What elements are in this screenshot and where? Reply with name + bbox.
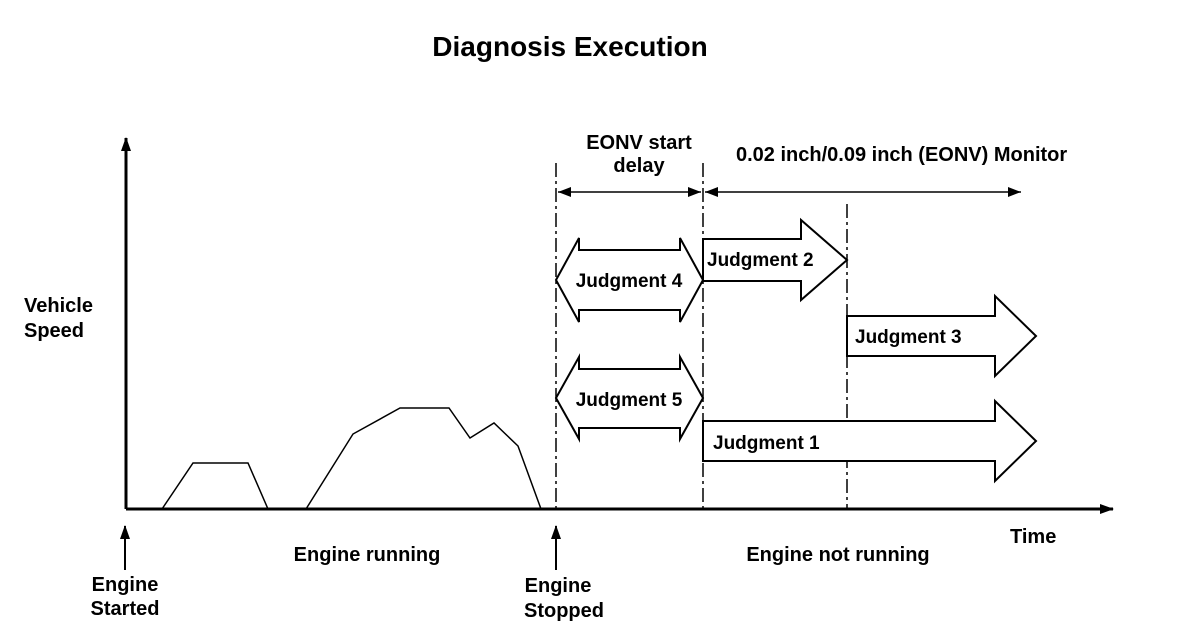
judgment-4-label: Judgment 4 bbox=[576, 271, 683, 292]
start-delay-arrowhead-left bbox=[558, 187, 571, 197]
start-delay-arrowhead-right bbox=[688, 187, 701, 197]
speed-trace-2 bbox=[305, 407, 542, 510]
monitor-arrowhead-left bbox=[705, 187, 718, 197]
x-axis-label: Time bbox=[1010, 526, 1056, 548]
judgment-5-label: Judgment 5 bbox=[576, 390, 683, 411]
judgment-2-arrow bbox=[702, 217, 849, 303]
engine-not-running-label: Engine not running bbox=[746, 544, 929, 566]
judgment-3-arrow bbox=[846, 293, 1038, 379]
engine-stopped-label-line2: Stopped bbox=[524, 600, 604, 622]
judgment-2-label: Judgment 2 bbox=[707, 250, 814, 271]
start-delay-label-line2: delay bbox=[613, 155, 665, 177]
y-axis-label-line2: Speed bbox=[24, 320, 84, 342]
monitor-label: 0.02 inch/0.09 inch (EONV) Monitor bbox=[736, 144, 1067, 166]
start-delay-label-line1: EONV start bbox=[586, 132, 692, 154]
engine-started-label-line2: Started bbox=[91, 598, 160, 620]
engine-running-label: Engine running bbox=[294, 544, 441, 566]
judgment-1-arrow bbox=[702, 398, 1038, 484]
diagram-title: Diagnosis Execution bbox=[432, 31, 707, 62]
monitor-arrowhead-right bbox=[1008, 187, 1021, 197]
judgment-3-label: Judgment 3 bbox=[855, 327, 962, 348]
engine-started-label-line1: Engine bbox=[92, 574, 159, 596]
speed-trace-1 bbox=[161, 462, 269, 510]
judgment-1-label: Judgment 1 bbox=[713, 433, 820, 454]
judgment-5-arrow bbox=[554, 353, 705, 443]
y-axis-label-line1: Vehicle bbox=[24, 295, 93, 317]
engine-stopped-label-line1: Engine bbox=[525, 575, 592, 597]
